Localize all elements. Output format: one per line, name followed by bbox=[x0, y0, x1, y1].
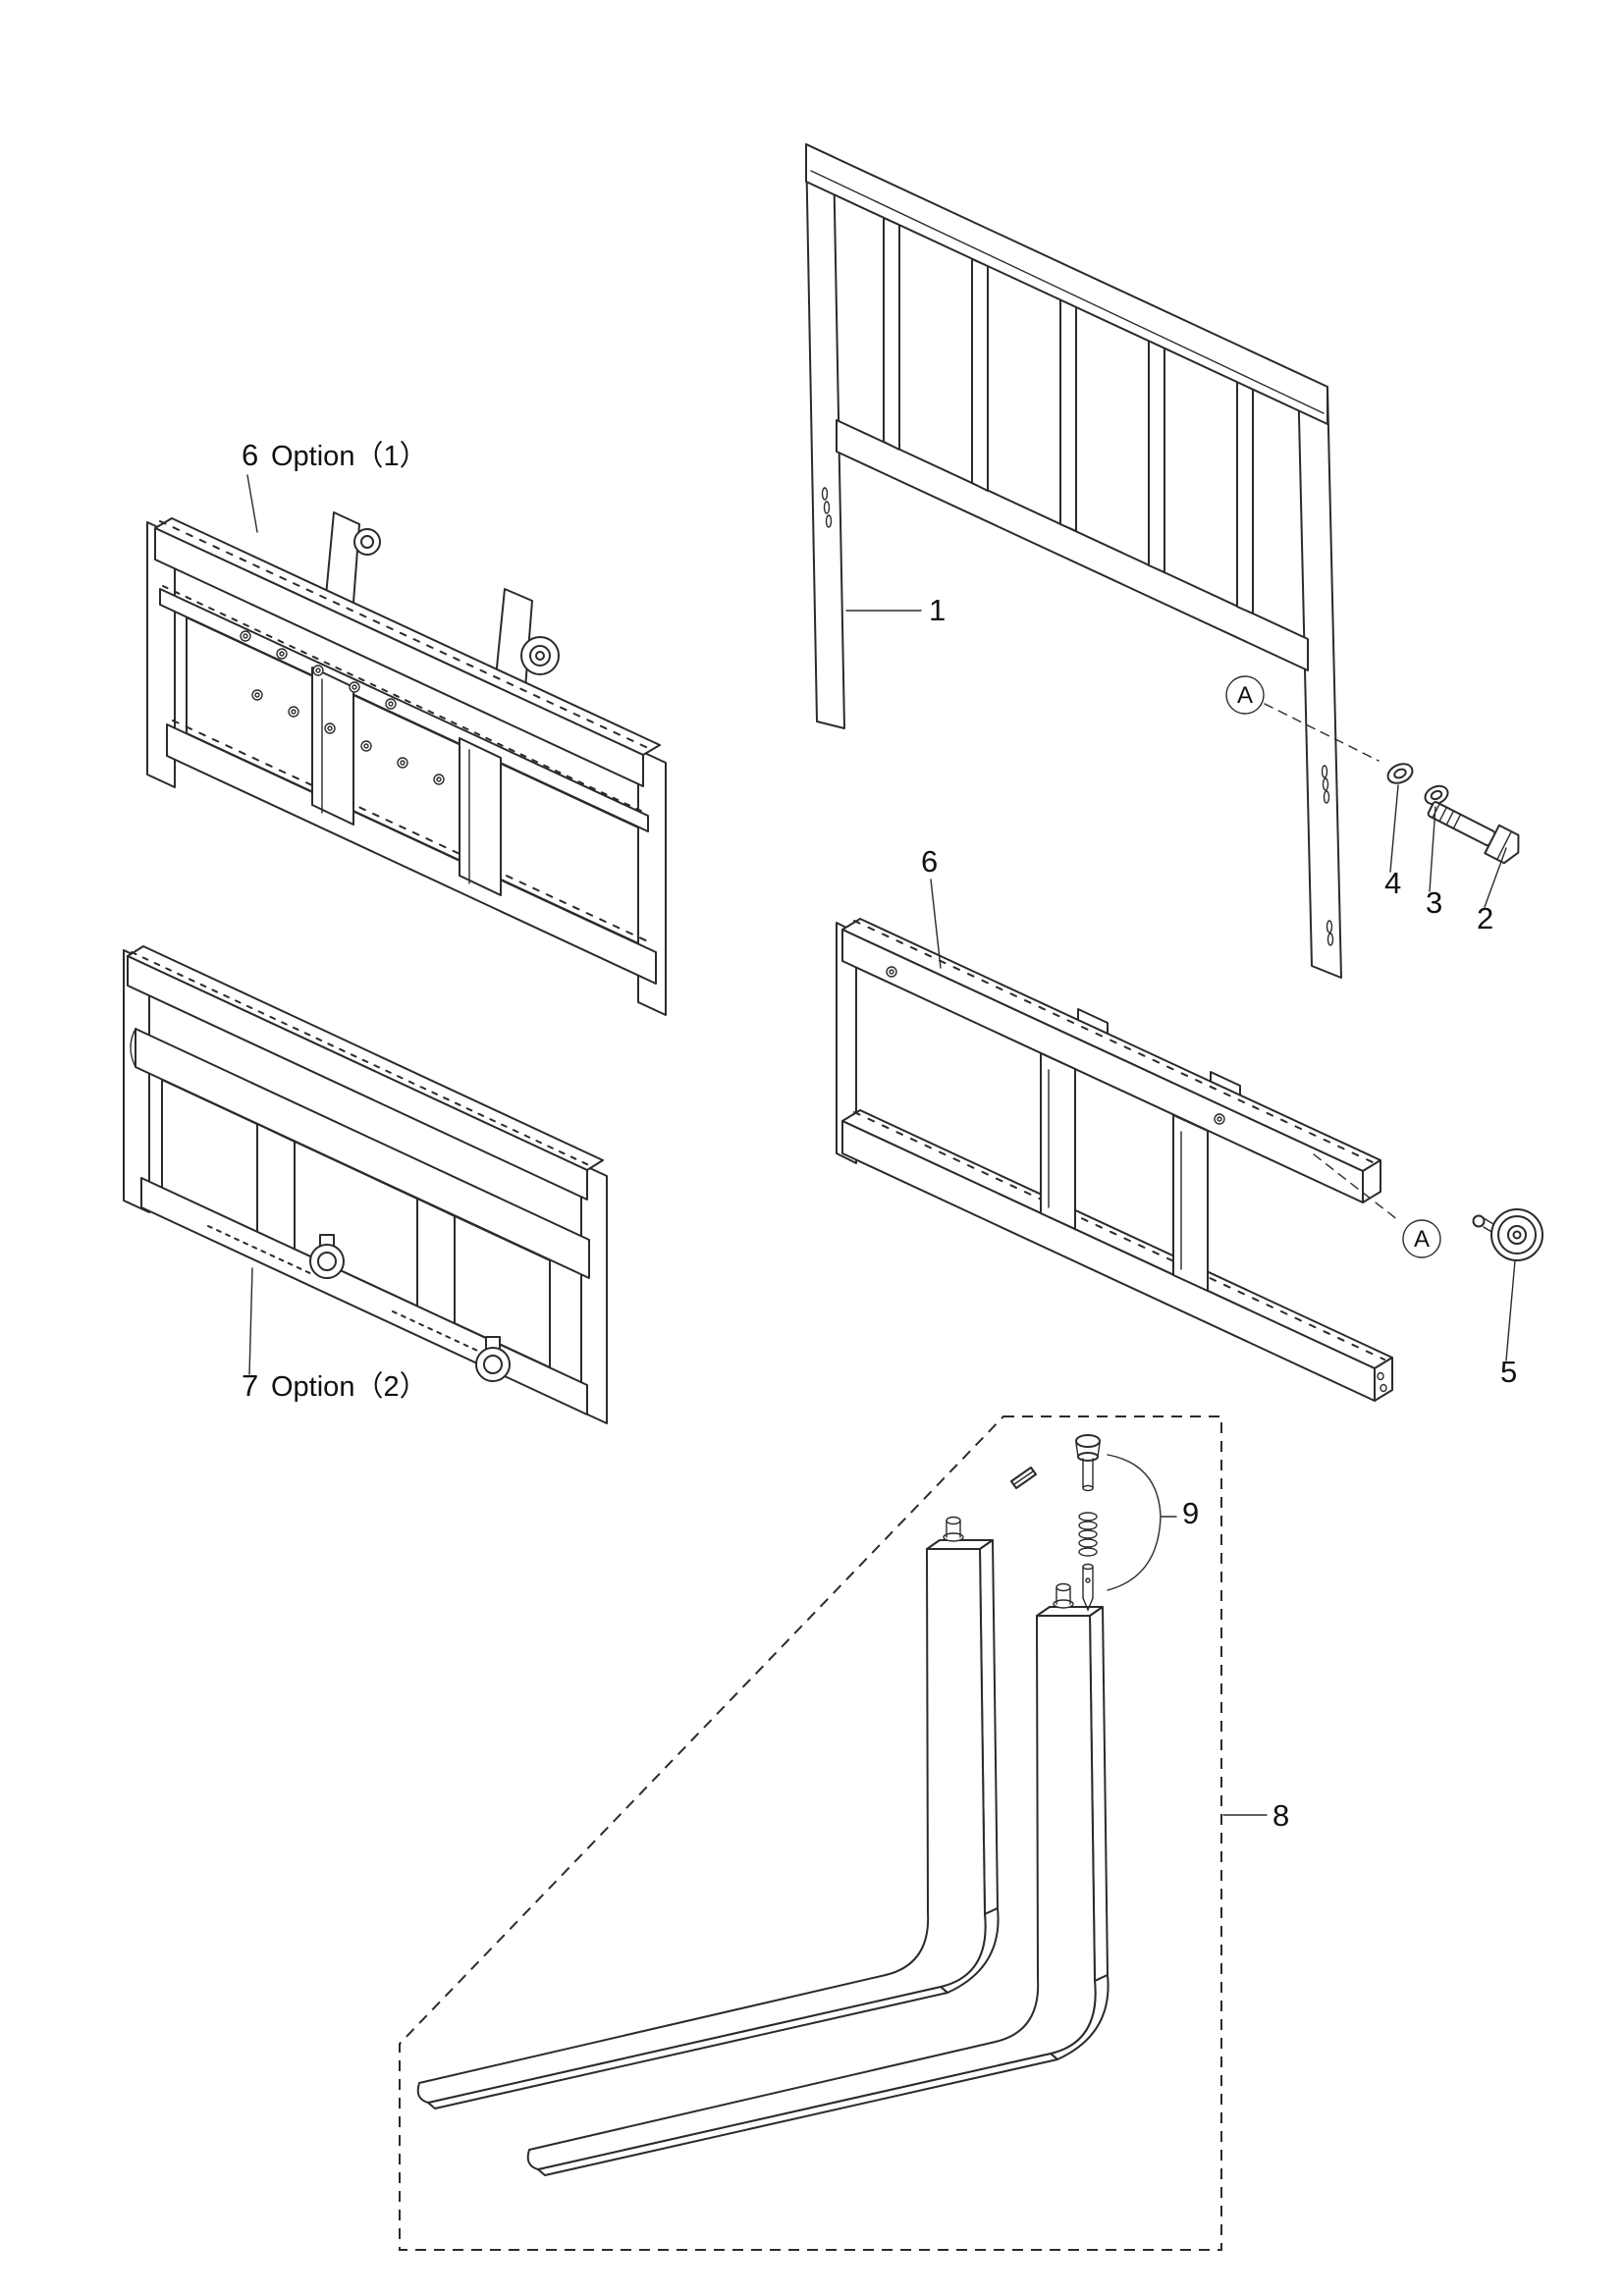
callout-side-roller: 5 bbox=[1500, 1355, 1517, 1389]
fork-pin-front bbox=[943, 1516, 964, 1542]
detail-a-lower-circle bbox=[1402, 1219, 1441, 1258]
load-backrest-drawing bbox=[805, 143, 1342, 979]
detail-a-lower-label: A bbox=[1414, 1226, 1430, 1253]
callout-backrest: 1 bbox=[929, 593, 946, 627]
fork-pin-rear bbox=[1053, 1582, 1074, 1609]
fastener-set-drawing bbox=[1386, 763, 1520, 865]
hex-bolt-drawing bbox=[1427, 801, 1520, 865]
callouts: A A 1 2 3 4 5 6 6 Option（1） 7 Option（2） … bbox=[242, 438, 1517, 1833]
callout-option2-number: 7 bbox=[242, 1368, 258, 1403]
spring-washer-drawing bbox=[1424, 784, 1449, 806]
carriage-option2-drawing bbox=[123, 945, 608, 1424]
carriage-option1-bolts bbox=[240, 630, 445, 785]
forks-drawing bbox=[416, 1516, 1110, 2176]
callout-washer: 4 bbox=[1384, 866, 1401, 900]
fork-pin-kit-drawing bbox=[1010, 1434, 1101, 1612]
callout-bolt: 2 bbox=[1477, 901, 1493, 935]
side-roller-drawing bbox=[1472, 1208, 1543, 1261]
callout-fork-carriage: 6 bbox=[921, 844, 938, 879]
callout-option1-label: Option（1） bbox=[271, 441, 428, 472]
callout-spring-washer: 3 bbox=[1426, 885, 1442, 920]
callout-option1-number: 6 bbox=[242, 438, 258, 472]
detail-a-upper-label: A bbox=[1237, 682, 1253, 709]
callout-option2-label: Option（2） bbox=[271, 1371, 428, 1403]
carriage-option1-drawing bbox=[146, 511, 667, 1016]
callout-fork-pin-set: 9 bbox=[1182, 1496, 1199, 1530]
flat-washer-drawing bbox=[1386, 763, 1414, 784]
detail-a-upper-circle bbox=[1225, 675, 1265, 715]
fork-carriage-drawing bbox=[836, 918, 1393, 1402]
leader-lines bbox=[246, 474, 1516, 1816]
callout-forks: 8 bbox=[1272, 1798, 1289, 1833]
forks-group-boundary bbox=[399, 1415, 1222, 2251]
